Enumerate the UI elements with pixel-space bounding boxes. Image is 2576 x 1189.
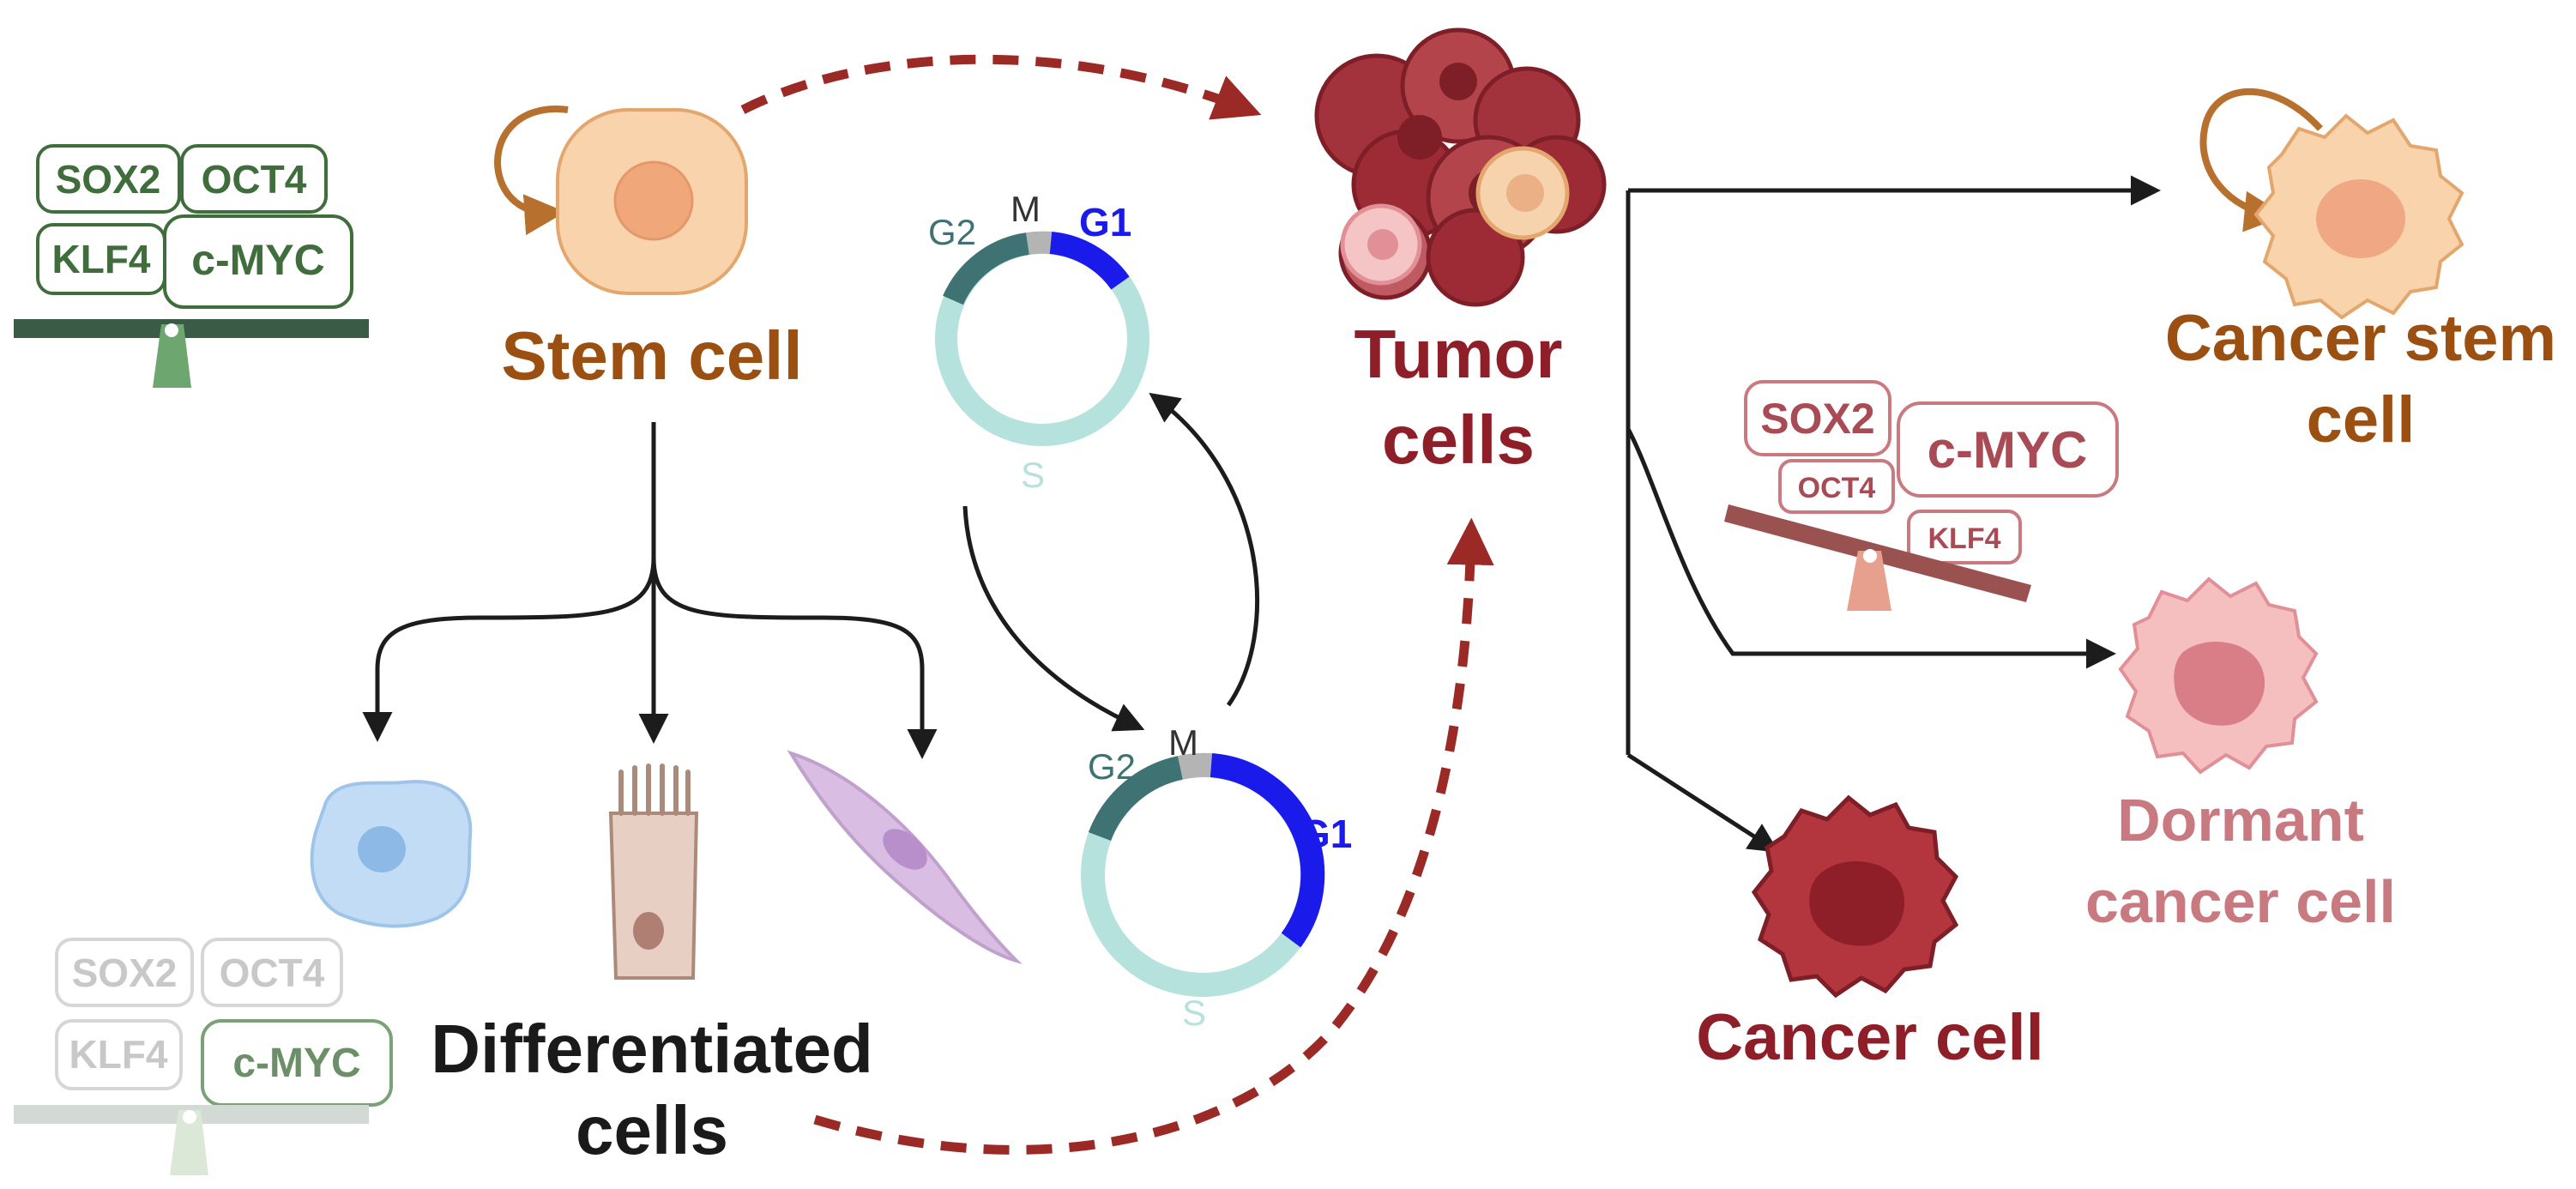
factor-label-cmyc-red: c-MYC [1927,421,2088,479]
cell-cycle-large: G2 M G1 S [1081,722,1352,1033]
factor-box-sox2 [36,144,181,214]
cancer-stem-nucleus [2316,179,2405,258]
factor-label-klf4: KLF4 [52,237,151,281]
arrow-to-cancer-cell [1626,752,1779,853]
balance-scale-red-icon [1847,551,1891,611]
cancer-stem-self-renewal-icon [2199,88,2323,232]
stem-cell-nucleus [613,160,694,241]
cycle-arrow-down [962,505,1145,732]
cycle-small-g1: G1 [1079,200,1131,244]
branch-right [651,557,938,759]
factor-label-sox2-red: SOX2 [1760,395,1874,443]
factor-box-sox2-red [1744,380,1891,456]
fate-arrows [1626,175,2161,853]
cancer-stem-group: Cancer stem cell [2165,88,2556,456]
differentiation-branches [362,422,938,759]
cancer-cell-group: Cancer cell [1696,794,2044,1074]
self-renewal-arrow-icon [494,106,569,236]
differentiated-label-line2: cells [576,1092,728,1168]
arrow-to-dormant [1626,427,2116,669]
cycle-large-g2: G2 [1088,746,1136,787]
factor-label-oct4-faded: OCT4 [220,951,325,995]
cycle-arrows [962,392,1260,732]
cancer-cell-nucleus [1809,860,1905,946]
stem-cell-group: Stem cell [494,106,803,394]
balance-scale-icon [153,324,191,388]
factor-box-cmyc [163,214,353,309]
factor-label-sox2-faded: SOX2 [72,951,178,995]
cycle-arc-m [1025,231,1053,255]
cycle-large-arc-g1 [1210,753,1325,948]
balance-pivot-faded [183,1110,196,1124]
dormant-label-line2: cancer cell [2085,868,2396,935]
factor-label-oct4: OCT4 [202,157,307,202]
balance-right: SOX2 c-MYC OCT4 KLF4 [1724,380,2119,611]
balance-beam [14,319,369,338]
tumorigenesis-arrows [740,54,1494,1155]
factor-box-oct4-faded [201,938,343,1007]
tumor-label-line2: cells [1382,401,1535,478]
tumor-cluster-icon [1314,27,1607,307]
factor-box-sox2-faded [55,938,194,1007]
cycle-large-m: M [1168,722,1198,763]
cycle-large-arc-m [1177,752,1212,780]
cycle-small-g2: G2 [928,212,976,252]
cycle-small-m: M [1010,189,1041,229]
balance-pivot [165,323,178,337]
balance-bottom-left: SOX2 OCT4 KLF4 c-MYC [14,938,393,1175]
columnar-cell-icon [608,763,699,980]
cycle-large-arc-g2 [1088,756,1184,842]
cycle-arc-g2 [943,232,1030,305]
cancer-stem-label-line1: Cancer stem [2165,302,2556,375]
balance-pivot-red [1863,549,1877,563]
epithelial-cell-nucleus [358,826,406,872]
factor-label-oct4-red: OCT4 [1798,472,1876,504]
cycle-large-s: S [1182,993,1206,1033]
dormant-group: Dormant cancer cell [2085,576,2396,935]
cancer-cell-label: Cancer cell [1696,1001,2044,1074]
cycle-small-s: S [1021,455,1045,495]
factor-box-oct4 [180,144,328,214]
red-arrow-stem-to-tumor [740,54,1262,120]
spindle-cell-nucleus [883,829,927,870]
columnar-cell-nucleus [633,912,664,950]
cancer-stem-label-line2: cell [2307,383,2416,456]
balance-top-left: SOX2 OCT4 KLF4 c-MYC [14,144,369,388]
factor-box-cmyc-red [1897,401,2119,498]
factor-label-cmyc-faded: c-MYC [232,1041,360,1086]
cycle-large-g1: G1 [1300,812,1352,856]
factor-box-oct4-red [1778,459,1895,514]
factor-label-sox2: SOX2 [56,157,161,202]
factor-label-cmyc: c-MYC [191,236,325,284]
factor-box-klf4-red [1907,510,2022,564]
factor-box-klf4-faded [55,1019,183,1090]
stem-cell-label: Stem cell [501,317,802,394]
cell-cycle-small: G2 M G1 S [928,189,1149,495]
cycle-arc-g1 [1049,232,1130,290]
balance-scale-faded-icon [170,1110,208,1175]
differentiated-cells-group: Differentiated cells [310,750,1023,1168]
cycle-arrow-up [1149,392,1260,707]
differentiated-label-line1: Differentiated [431,1011,873,1087]
factor-label-klf4-faded: KLF4 [69,1032,168,1077]
tumor-label-line1: Tumor [1354,316,1563,392]
factor-label-klf4-red: KLF4 [1928,522,2001,555]
dormant-label-line1: Dormant [2117,787,2364,854]
branch-left [362,557,656,742]
dormant-cell-nucleus [2174,642,2265,726]
